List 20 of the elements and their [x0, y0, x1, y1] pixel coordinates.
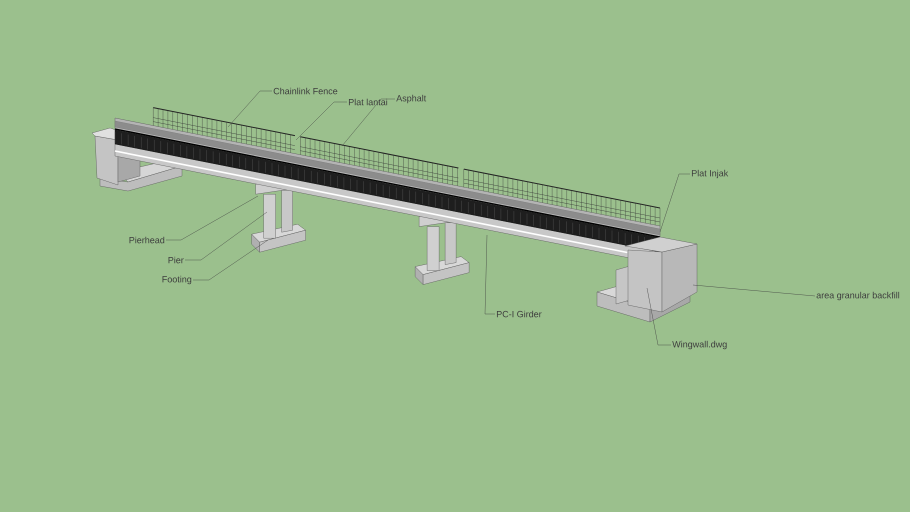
callout-label: Pierhead	[130, 236, 164, 244]
callout-label: area granular backfill	[816, 292, 900, 300]
callout-label: PC-I Girder	[496, 310, 542, 318]
leader-line	[184, 212, 268, 260]
leader-line	[660, 174, 690, 232]
leader-line	[296, 102, 348, 140]
leader-line	[646, 288, 672, 346]
callout-label: Asphalt	[396, 94, 426, 104]
callout-label: Pier	[168, 256, 184, 264]
leader-line	[192, 240, 268, 280]
callout-label: Plat lantai	[348, 98, 388, 106]
callout-label: Footing	[162, 276, 192, 284]
leader-line	[166, 196, 258, 240]
callout-label: Plat Injak	[692, 170, 728, 178]
leader-line	[692, 284, 816, 296]
callout-label: Chainlink Fence	[274, 88, 338, 94]
leader-line	[228, 90, 272, 128]
callout-label: Wingwall.dwg	[672, 340, 727, 350]
leader-line	[342, 98, 396, 146]
leader-line	[484, 234, 496, 314]
